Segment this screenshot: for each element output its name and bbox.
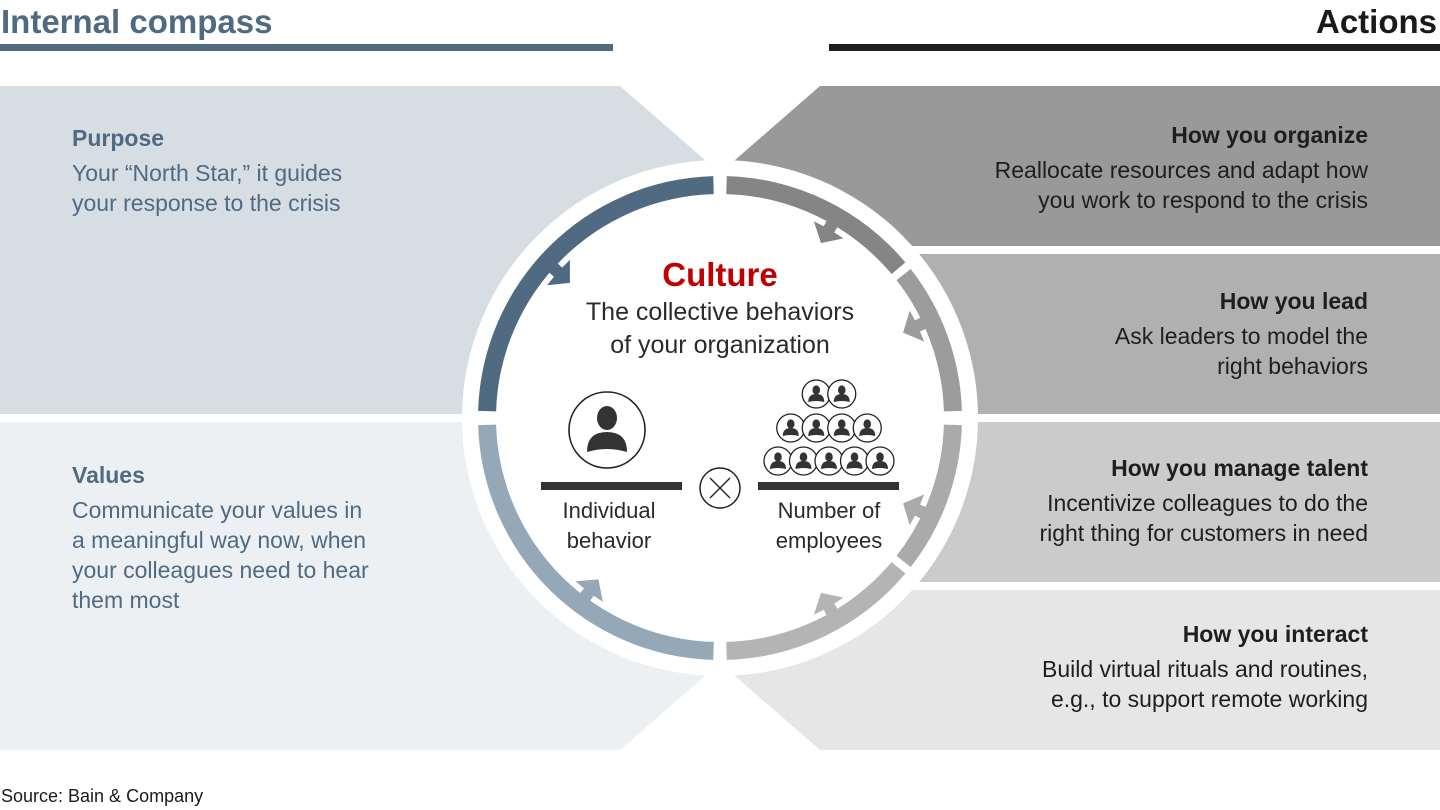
individual-behavior-label: Individual behavior <box>562 498 656 553</box>
interact-title: How you interact <box>1182 621 1368 647</box>
individual-underline <box>541 482 682 490</box>
ring-purpose-segment <box>478 176 714 412</box>
employee-person-icon <box>776 413 806 443</box>
employee-person-icon <box>814 446 844 476</box>
ring-organize-segment <box>726 176 906 275</box>
talent-description: Incentivize colleagues to do the right t… <box>1039 490 1368 546</box>
internal-compass-header: Internal compass <box>1 3 273 40</box>
culture-subtitle: The collective behaviors of your organiz… <box>585 298 855 359</box>
lead-description: Ask leaders to model the right behaviors <box>1114 323 1368 379</box>
talent-block: How you manage talent Incentivize collea… <box>1039 454 1368 548</box>
culture-title: Culture <box>662 256 778 293</box>
ring-organize-arrow-icon <box>813 219 844 244</box>
interact-block: How you interact Build virtual rituals a… <box>1042 620 1368 714</box>
ring-purpose-arrow-icon <box>547 259 570 286</box>
ring-interact-segment <box>726 561 906 660</box>
actions-rule <box>829 44 1440 51</box>
ring-lead-arrow-icon <box>903 310 928 342</box>
employee-person-icon <box>865 446 895 476</box>
organize-description: Reallocate resources and adapt how you w… <box>994 157 1368 213</box>
employees-underline <box>758 482 899 490</box>
employee-person-icon <box>827 379 857 409</box>
multiply-icon <box>699 467 741 509</box>
organize-block: How you organize Reallocate resources an… <box>995 121 1368 215</box>
organize-panel <box>720 86 1440 246</box>
ring-talent-segment <box>896 424 962 567</box>
values-description: Communicate your values in a meaningful … <box>72 497 369 613</box>
talent-title: How you manage talent <box>1111 455 1368 481</box>
employee-person-icon <box>788 446 819 476</box>
source-note: Source: Bain & Company <box>1 786 204 806</box>
internal-compass-rule <box>0 44 613 51</box>
ring-interact-arrow-icon <box>813 592 844 617</box>
purpose-description: Your “North Star,” it guides your respon… <box>72 160 343 216</box>
employees-group-icon <box>763 379 895 476</box>
employee-person-icon <box>801 379 831 409</box>
values-block: Values Communicate your values in a mean… <box>72 461 369 615</box>
interact-panel <box>720 590 1440 750</box>
employee-person-icon <box>852 413 882 443</box>
actions-header: Actions <box>1315 3 1437 40</box>
values-title: Values <box>72 462 145 488</box>
ring-lead-segment <box>896 269 962 412</box>
lead-block: How you lead Ask leaders to model the ri… <box>1115 287 1368 381</box>
culture-disc <box>462 160 978 676</box>
organize-title: How you organize <box>1171 122 1368 148</box>
number-of-employees-label: Number of employees <box>775 498 883 553</box>
employee-person-icon <box>839 446 870 476</box>
ring-segments <box>478 176 962 660</box>
employee-person-icon <box>801 413 831 443</box>
lead-title: How you lead <box>1219 288 1368 314</box>
ring-values-segment <box>478 424 714 660</box>
employee-person-icon <box>827 413 857 443</box>
purpose-title: Purpose <box>72 125 165 151</box>
interact-description: Build virtual rituals and routines, e.g.… <box>1042 656 1368 712</box>
employee-person-icon <box>763 446 793 476</box>
ring-values-arrow-icon <box>575 579 603 603</box>
individual-person-icon <box>568 391 646 469</box>
purpose-block: Purpose Your “North Star,” it guides you… <box>72 124 342 218</box>
ring-talent-arrow-icon <box>903 494 928 526</box>
